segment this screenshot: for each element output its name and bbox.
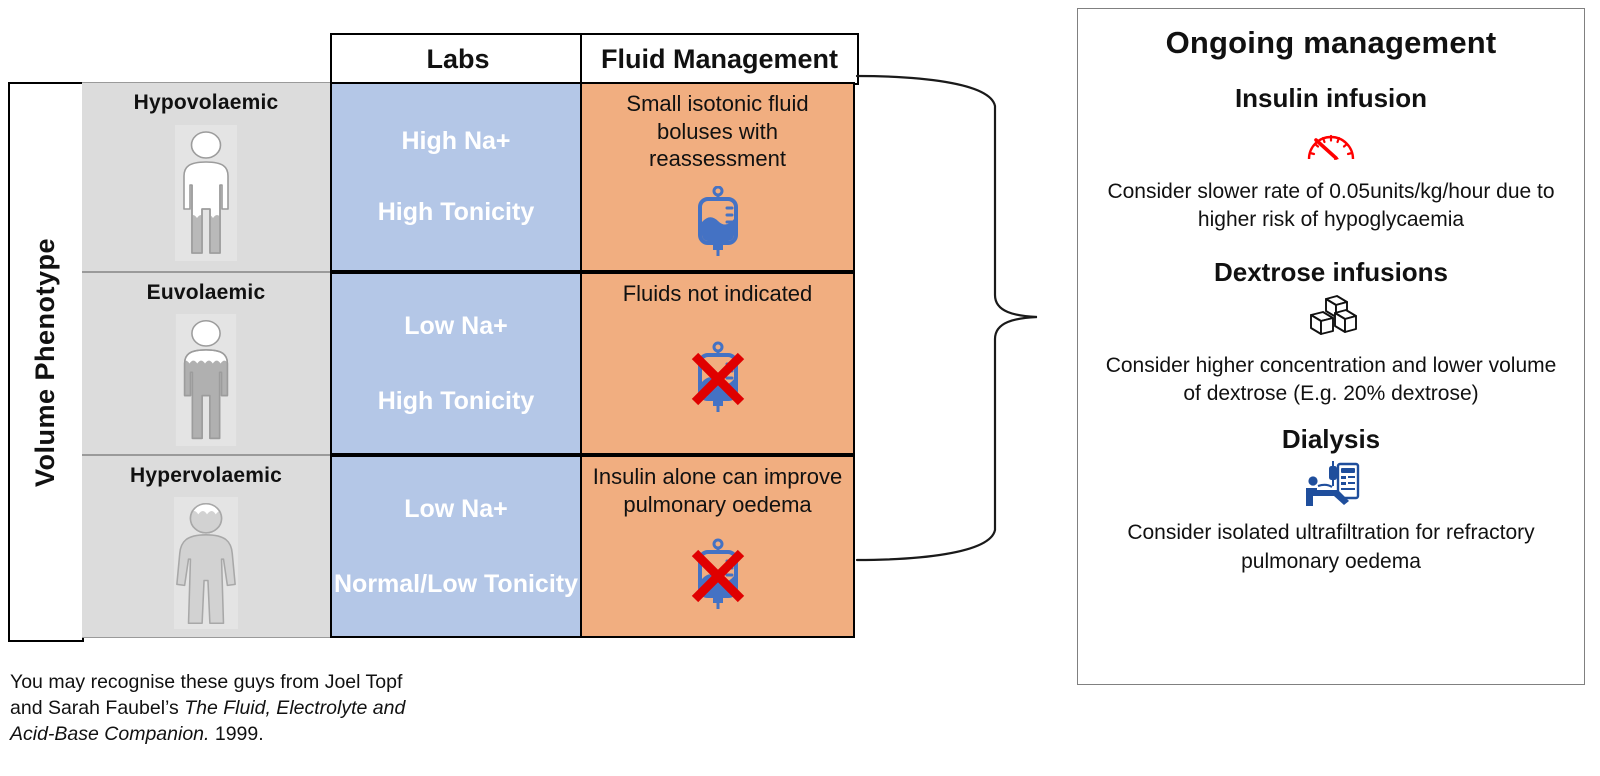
fluid-management-text: Small isotonic fluid boluses with reasse…	[626, 91, 809, 172]
footnote-line-2-plain: and Sarah Faubel’s	[10, 696, 185, 719]
labs-value-sodium: Low Na+	[404, 311, 508, 340]
phenotype-cell-euvolaemic: Euvolaemic	[82, 272, 330, 455]
sugar-cubes-icon	[1078, 292, 1584, 344]
labs-cell-euvolaemic: Low Na+ High Tonicity	[330, 272, 582, 455]
curly-brace-connector	[855, 60, 1090, 670]
fluid-management-text: Insulin alone can improve pulmonary oede…	[592, 464, 843, 517]
fluid-cell-euvolaemic: Fluids not indicated	[580, 272, 855, 455]
column-header-labs: Labs	[330, 33, 586, 85]
footnote-attribution: You may recognise these guys from Joel T…	[10, 670, 430, 748]
labs-value-sodium: High Na+	[401, 127, 511, 155]
labs-value-tonicity: Normal/Low Tonicity	[334, 569, 578, 598]
fluid-cell-hypovolaemic: Small isotonic fluid boluses with reasse…	[580, 82, 855, 272]
footnote-line-3-plain: 1999.	[209, 722, 264, 745]
person-hypervolaemic-icon	[82, 488, 330, 637]
footnote-line-1: You may recognise these guys from Joel T…	[10, 671, 403, 693]
phenotype-label: Hypervolaemic	[129, 464, 282, 487]
fluid-cell-hypervolaemic: Insulin alone can improve pulmonary oede…	[580, 455, 855, 638]
footnote-line-2: and Sarah Faubel’s The Fluid, Electrolyt…	[10, 696, 430, 722]
panel-title: Ongoing management	[1165, 25, 1497, 60]
volume-phenotype-matrix: Volume Phenotype Labs Fluid Management H…	[8, 33, 859, 642]
labs-cell-hypovolaemic: High Na+ High Tonicity	[330, 82, 582, 272]
phenotype-label: Hypovolaemic	[133, 91, 279, 114]
labs-value-tonicity: High Tonicity	[377, 386, 535, 415]
speedometer-icon	[1078, 118, 1584, 170]
column-header-fluid-management: Fluid Management	[580, 33, 859, 85]
person-hypovolaemic-icon	[82, 115, 330, 271]
phenotype-cell-hypovolaemic: Hypovolaemic	[82, 82, 330, 272]
section-body-dextrose-infusions: Consider higher concentration and lower …	[1105, 353, 1557, 406]
labs-cell-hypervolaemic: Low Na+ Normal/Low Tonicity	[330, 455, 582, 638]
iv-bag-crossed-icon	[682, 518, 754, 636]
footnote-line-3-italic: Acid-Base Companion.	[10, 722, 210, 745]
footnote-line-3: Acid-Base Companion. 1999.	[10, 722, 430, 748]
section-heading-dialysis: Dialysis	[1281, 424, 1381, 455]
iv-bag-icon	[691, 173, 745, 270]
dialysis-machine-icon	[1078, 459, 1584, 511]
ongoing-management-panel: Ongoing management Insulin infusion Cons…	[1077, 8, 1585, 685]
section-body-insulin-infusion: Consider slower rate of 0.05units/kg/hou…	[1107, 180, 1555, 232]
axis-label-text: Volume Phenotype	[30, 237, 61, 487]
footnote-line-2-italic: The Fluid, Electrolyte and	[184, 696, 406, 719]
axis-label-volume-phenotype: Volume Phenotype	[8, 82, 84, 642]
column-header-labs-text: Labs	[426, 43, 490, 74]
iv-bag-crossed-icon	[682, 308, 754, 453]
person-euvolaemic-icon	[82, 305, 330, 454]
column-header-fluid-management-text: Fluid Management	[600, 43, 838, 74]
fluid-management-text: Fluids not indicated	[622, 281, 813, 306]
section-heading-insulin-infusion: Insulin infusion	[1234, 83, 1428, 113]
labs-value-tonicity: High Tonicity	[377, 198, 535, 226]
section-body-dialysis: Consider isolated ultrafiltration for re…	[1127, 521, 1535, 573]
labs-value-sodium: Low Na+	[404, 494, 508, 523]
phenotype-cell-hypervolaemic: Hypervolaemic	[82, 455, 330, 638]
phenotype-label: Euvolaemic	[146, 281, 266, 304]
section-heading-dextrose-infusions: Dextrose infusions	[1213, 256, 1449, 287]
